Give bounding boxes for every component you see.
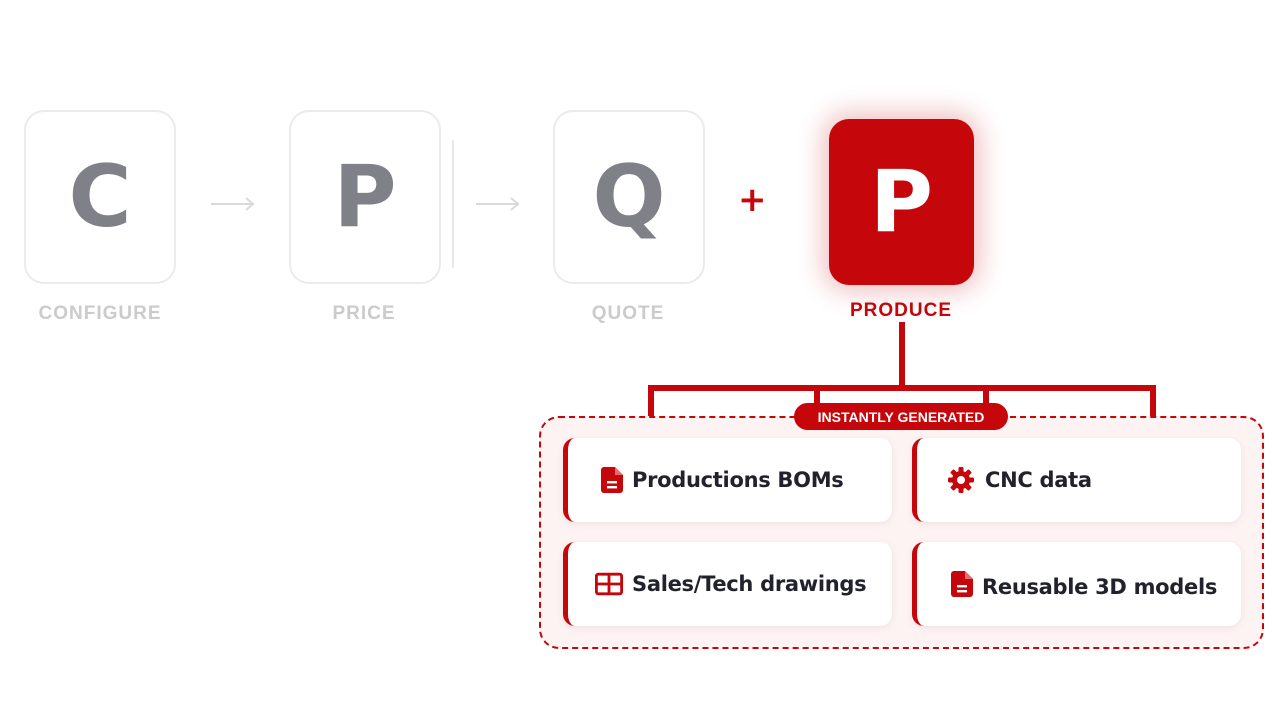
- arrow-right-icon: [476, 197, 520, 211]
- plus-icon: +: [738, 180, 767, 220]
- produce-step-box: P: [829, 119, 974, 285]
- output-label: CNC data: [985, 468, 1092, 492]
- output-card-boms: Productions BOMs: [563, 438, 892, 522]
- divider-line: [452, 140, 454, 268]
- configure-letter: C: [68, 147, 132, 247]
- produce-letter: P: [869, 152, 934, 252]
- price-step-box: P: [289, 110, 441, 284]
- produce-label: PRODUCE: [849, 300, 952, 321]
- output-card-cnc: CNC data: [912, 438, 1241, 522]
- grid-icon: [595, 570, 623, 598]
- gear-icon: [947, 466, 975, 494]
- output-label: Sales/Tech drawings: [632, 572, 867, 596]
- price-label: PRICE: [332, 303, 396, 324]
- output-label: Productions BOMs: [632, 468, 844, 492]
- document-icon: [948, 570, 976, 598]
- output-card-drawings: Sales/Tech drawings: [563, 542, 892, 626]
- quote-letter: Q: [592, 147, 666, 247]
- instantly-generated-badge: INSTANTLY GENERATED: [794, 403, 1008, 430]
- price-letter: P: [333, 147, 397, 247]
- configure-label: CONFIGURE: [38, 303, 162, 324]
- arrow-right-icon: [211, 197, 255, 211]
- document-icon: [598, 466, 626, 494]
- output-label: Reusable 3D models: [982, 575, 1218, 599]
- configure-step-box: C: [24, 110, 176, 284]
- quote-label: QUOTE: [591, 303, 665, 324]
- output-card-3d-models: Reusable 3D models: [912, 542, 1241, 626]
- quote-step-box: Q: [553, 110, 705, 284]
